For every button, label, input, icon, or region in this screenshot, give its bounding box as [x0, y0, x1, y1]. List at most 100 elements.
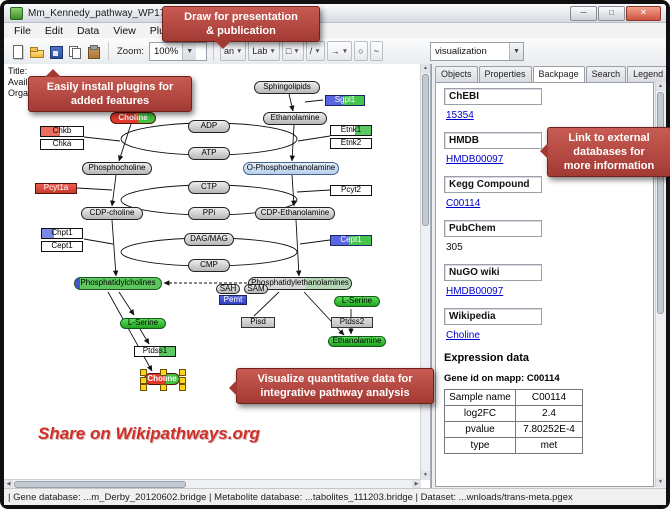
pathway-node-chkb[interactable]: Chkb [40, 125, 84, 137]
pathway-node-sah[interactable]: SAH [216, 284, 240, 294]
selection-handle[interactable] [140, 377, 147, 384]
pathway-node-cmp[interactable]: CMP [188, 258, 230, 272]
chevron-down-icon[interactable]: ▼ [293, 47, 300, 55]
scroll-up-icon[interactable]: ▲ [421, 64, 430, 73]
pathway-node-chpt1[interactable]: Chpt1 [41, 227, 83, 239]
pathway-node-etnk1[interactable]: Etnk1 [330, 124, 372, 136]
chevron-down-icon[interactable]: ▼ [314, 47, 321, 55]
external-db-link[interactable]: 15354 [446, 110, 474, 121]
pathway-node-etnk2[interactable]: Etnk2 [330, 137, 372, 149]
visualization-combobox[interactable]: visualization ▼ [430, 42, 524, 61]
window-close-button[interactable]: ✕ [626, 6, 661, 21]
menu-item-data[interactable]: Data [77, 24, 100, 37]
callout-arrow-up-icon [45, 61, 61, 77]
copy-icon[interactable] [66, 43, 83, 60]
pathway-node-pcyt1a[interactable]: Pcyt1a [35, 182, 77, 194]
shape-tool[interactable]: □▼ [281, 41, 304, 61]
oval-tool[interactable]: ○ [354, 41, 368, 61]
external-db-link[interactable]: C00114 [446, 198, 481, 209]
selection-handle[interactable] [160, 384, 167, 391]
pathway-node-ptdss1[interactable]: Ptdss1 [134, 345, 176, 357]
window-minimize-button[interactable]: ─ [570, 6, 597, 21]
window-maximize-button[interactable]: □ [598, 6, 625, 21]
pathway-node-l-serine[interactable]: L-Serine [120, 317, 166, 329]
zoom-combobox[interactable]: 100% ▼ [148, 41, 207, 61]
pathway-node-l-serine[interactable]: L-Serine [334, 295, 380, 307]
connector-tool[interactable]: →▼ [326, 41, 353, 61]
callout-line: & publication [206, 25, 276, 37]
paste-icon[interactable] [85, 43, 102, 60]
save-file-icon[interactable] [47, 43, 64, 60]
tab-properties[interactable]: Properties [478, 66, 532, 82]
scroll-right-icon[interactable]: ▶ [412, 480, 421, 489]
pathway-node-phosphatidylcholines[interactable]: Phosphatidylcholines [74, 276, 162, 290]
pathway-node-ethanolamine[interactable]: Ethanolamine [263, 111, 327, 125]
title-bar[interactable]: Mm_Kennedy_pathway_WP1771_45176.gpml ─□✕ [4, 4, 666, 23]
scroll-down-icon[interactable]: ▼ [656, 478, 665, 487]
scroll-up-icon[interactable]: ▲ [656, 82, 665, 91]
pathway-node-pisd[interactable]: Pisd [241, 316, 275, 328]
pathway-node-adp[interactable]: ADP [188, 119, 230, 133]
menu-item-view[interactable]: View [113, 24, 136, 37]
pathway-node-ctp[interactable]: CTP [188, 180, 230, 194]
panel-vertical-scrollbar[interactable]: ▲ ▼ [655, 82, 665, 487]
pathway-node-ethanolamine[interactable]: Ethanolamine [328, 335, 386, 347]
line-tool[interactable]: /▼ [305, 41, 325, 61]
selection-handle[interactable] [179, 377, 186, 384]
scroll-down-icon[interactable]: ▼ [421, 471, 430, 480]
tab-legend[interactable]: Legend [627, 66, 666, 82]
tab-backpage[interactable]: Backpage [532, 66, 585, 82]
selection-handle[interactable] [140, 384, 147, 391]
canvas-vertical-scrollbar[interactable]: ▲ ▼ [420, 64, 430, 480]
external-db-link[interactable]: HMDB00097 [446, 286, 504, 297]
tab-objects[interactable]: Objects [435, 66, 478, 82]
label-tool[interactable]: Lab▼ [248, 41, 280, 61]
pathway-node-ppi[interactable]: PPi [188, 206, 230, 220]
pathway-node-phosphatidylethanolamines[interactable]: Phosphatidylethanolamines [248, 276, 352, 290]
scrollbar-thumb[interactable] [657, 92, 664, 314]
pathway-node-sgpl1[interactable]: Sgpl1 [325, 94, 365, 106]
selection-handle[interactable] [160, 369, 167, 376]
external-db-link[interactable]: HMDB00097 [446, 154, 504, 165]
selection-handle[interactable] [179, 369, 186, 376]
canvas-horizontal-scrollbar[interactable]: ◀ ▶ [4, 479, 421, 489]
pathway-node-o-phosphoethanolamine[interactable]: O-Phosphoethanolamine [243, 161, 339, 175]
chevron-down-icon[interactable]: ▼ [182, 42, 197, 60]
external-db-link[interactable]: Choline [446, 330, 480, 341]
tab-search[interactable]: Search [585, 66, 627, 82]
pathway-node-atp[interactable]: ATP [188, 146, 230, 160]
pathway-node-pcyt2[interactable]: Pcyt2 [330, 184, 372, 196]
pathway-node-cdp-ethanolamine[interactable]: CDP-Ethanolamine [255, 206, 335, 220]
scrollbar-thumb[interactable] [14, 481, 186, 488]
pathway-node-cdp-choline[interactable]: CDP-choline [81, 206, 143, 220]
open-file-icon[interactable] [28, 43, 45, 60]
pathway-node-chka[interactable]: Chka [40, 138, 84, 150]
pathway-node-phosphocholine[interactable]: Phosphocholine [82, 161, 152, 175]
arc-tool[interactable]: ~ [369, 41, 383, 61]
pathway-node-dag-mag[interactable]: DAG/MAG [184, 232, 234, 246]
selection-handle[interactable] [179, 384, 186, 391]
chevron-down-icon[interactable]: ▼ [269, 47, 276, 55]
scroll-left-icon[interactable]: ◀ [4, 480, 13, 489]
pathway-node-choline[interactable]: Choline [110, 112, 156, 124]
pathway-node-cept1[interactable]: Cept1 [330, 234, 372, 246]
pathway-node-sphingolipids[interactable]: Sphingolipids [254, 80, 320, 94]
pathway-node-pemt[interactable]: Pemt [219, 295, 247, 305]
menu-item-file[interactable]: File [14, 24, 31, 37]
pathway-node-sam[interactable]: SAM [244, 284, 268, 294]
chevron-down-icon[interactable]: ▼ [509, 43, 523, 60]
chevron-down-icon[interactable]: ▼ [341, 47, 349, 55]
menu-item-edit[interactable]: Edit [44, 24, 64, 37]
new-file-icon[interactable] [9, 43, 26, 60]
pathway-node-ptdss2[interactable]: Ptdss2 [331, 316, 373, 328]
chevron-down-icon[interactable]: ▼ [235, 47, 243, 55]
arc-tool-glyph: ~ [373, 46, 379, 56]
pathway-node-cept1[interactable]: Cept1 [41, 240, 83, 252]
scrollbar-thumb[interactable] [422, 74, 429, 226]
selection-handle[interactable] [140, 369, 147, 376]
